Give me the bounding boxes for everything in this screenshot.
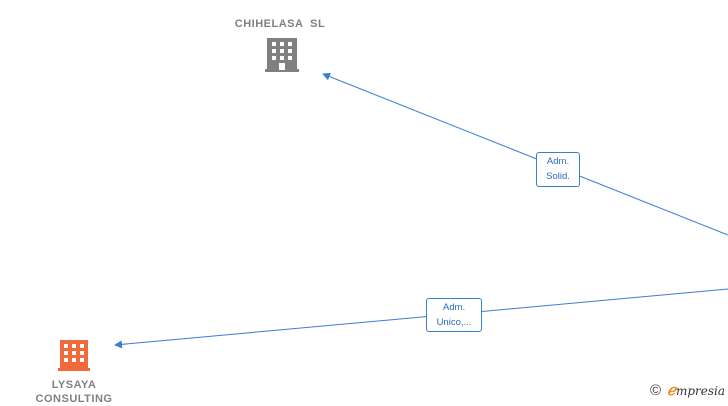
edge-label-solid[interactable]: Adm. Solid.	[536, 152, 580, 187]
node-label-chihelasa[interactable]: CHIHELASA SL	[234, 18, 326, 30]
copyright-icon: ©	[650, 381, 662, 399]
node-label-lysaya[interactable]: LYSAYA CONSULTING	[35, 379, 113, 405]
brand-logo: ℯmpresia	[667, 381, 726, 399]
edge-label-line1: Adm.	[546, 156, 570, 167]
edge-label-line1: Adm.	[442, 302, 466, 313]
edge-label-line2: Unico,...	[436, 317, 472, 328]
building-icon[interactable]	[265, 38, 299, 72]
watermark: © ℯmpresia	[650, 380, 725, 400]
edge-label-line2: Solid.	[546, 171, 570, 182]
edge-line-unico	[114, 288, 728, 349]
edge-label-unico[interactable]: Adm. Unico,...	[426, 298, 482, 332]
edge-line-solid	[322, 72, 728, 236]
building-icon-highlight[interactable]	[58, 340, 90, 371]
